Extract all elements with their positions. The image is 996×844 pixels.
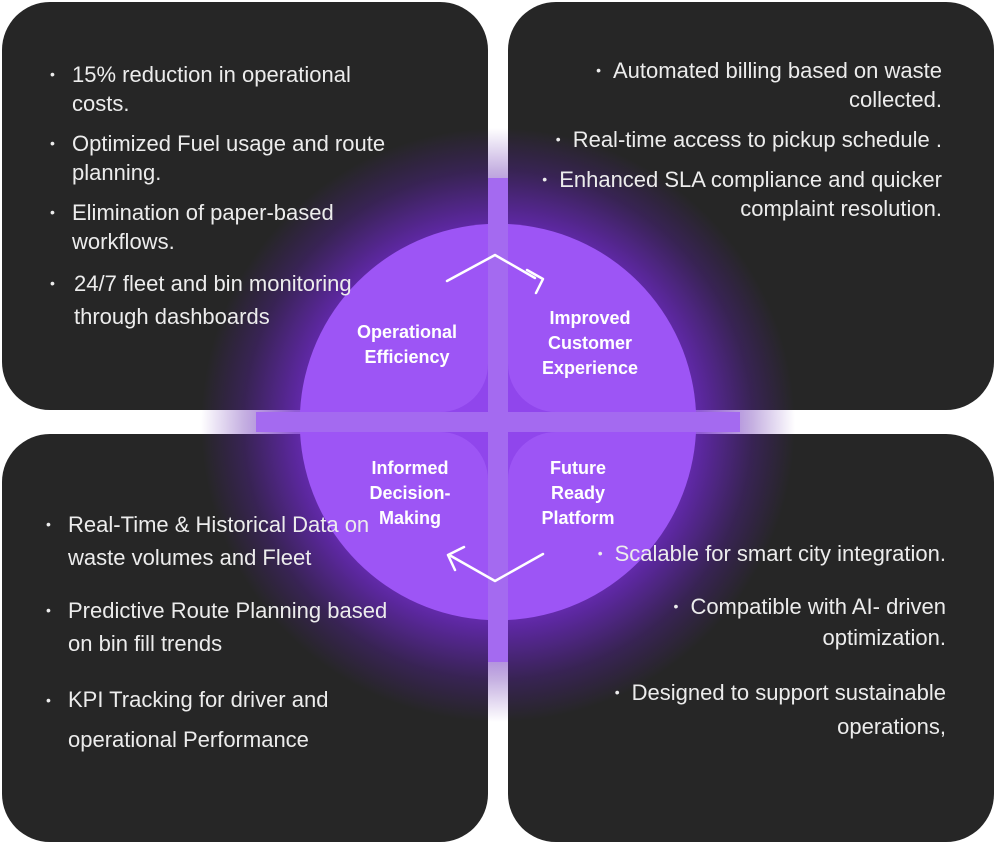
bullet-icon: •	[597, 545, 603, 561]
label-line: Platform	[541, 508, 615, 528]
top-left-bullets: 15% reduction in operational costs. Opti…	[50, 60, 410, 344]
label-line: Ready	[550, 483, 606, 503]
arrowhead-top-icon	[525, 268, 545, 295]
horizontal-bar	[256, 412, 740, 432]
bullet-item: Predictive Route Planning based on bin f…	[46, 594, 406, 660]
bullet-icon: •	[555, 131, 561, 147]
bullet-item: Elimination of paper-based workflows.	[50, 198, 410, 256]
arrow-bottom-icon	[449, 552, 545, 583]
bullet-item: • Enhanced SLA compliance and quicker com…	[542, 165, 942, 223]
bottom-right-bullets: • Scalable for smart city integration. • C…	[566, 538, 946, 766]
bullet-icon: •	[614, 684, 620, 700]
bullet-text: Real-time access to pickup schedule .	[572, 127, 942, 152]
bullet-text: Automated billing based on waste collect…	[613, 58, 942, 112]
bullet-icon: •	[596, 62, 601, 78]
arrow-top-icon	[445, 253, 537, 283]
bullet-item: • Real-time access to pickup schedule .	[542, 125, 942, 154]
label-future-ready-platform: Future Ready Platform	[503, 456, 653, 531]
bottom-left-bullets: Real-Time & Historical Data on waste vol…	[46, 508, 406, 780]
label-line: Decision-	[369, 483, 451, 503]
bullet-item: 24/7 fleet and bin monitoring through da…	[50, 267, 410, 333]
label-improved-customer-experience: Improved Customer Experience	[515, 306, 665, 381]
label-line: Efficiency	[364, 347, 450, 367]
label-line: Experience	[541, 358, 639, 378]
label-line: Informed	[371, 458, 449, 478]
bullet-item: • Automated billing based on waste collec…	[542, 56, 942, 114]
bullet-item: 15% reduction in operational costs.	[50, 60, 410, 118]
bullet-text: Enhanced SLA compliance and quicker comp…	[559, 167, 942, 221]
label-line: Future	[550, 458, 606, 478]
bullet-item: KPI Tracking for driver and operational …	[46, 680, 406, 760]
bullet-icon: •	[542, 171, 548, 187]
arrowhead-bottom-icon	[446, 545, 466, 572]
quadrant-customer-experience	[508, 224, 696, 412]
bullet-text: Compatible with AI- driven optimization.	[690, 594, 946, 650]
bullet-item: Optimized Fuel usage and route planning.	[50, 129, 410, 187]
bullet-item: • Designed to support sustainable operati…	[566, 675, 946, 744]
bullet-icon: •	[673, 598, 679, 614]
bullet-item: • Compatible with AI- driven optimization…	[566, 591, 946, 653]
bullet-item: • Scalable for smart city integration.	[566, 538, 946, 569]
bullet-text: Designed to support sustainable operatio…	[631, 680, 946, 739]
top-right-bullets: • Automated billing based on waste collec…	[542, 56, 942, 234]
bullet-item: Real-Time & Historical Data on waste vol…	[46, 508, 406, 574]
quadrant-future-ready	[508, 432, 696, 620]
bullet-text: Scalable for smart city integration.	[614, 541, 946, 566]
label-line: Improved	[549, 308, 631, 328]
label-line: Customer	[547, 333, 632, 353]
